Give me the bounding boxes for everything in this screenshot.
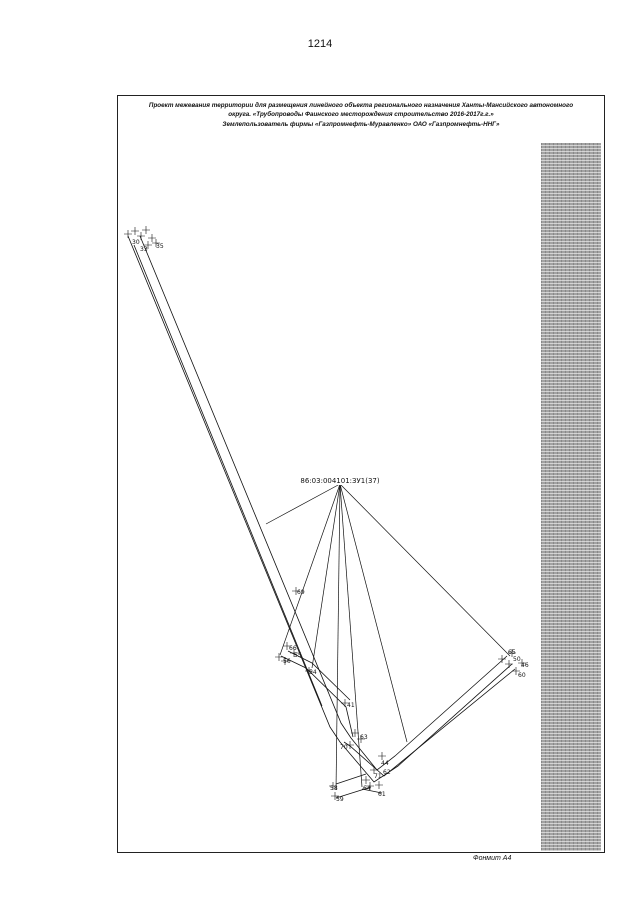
point-label-63: 63 bbox=[360, 734, 368, 741]
title-line-1: Проект межевания территории для размещен… bbox=[148, 102, 574, 109]
branch-lines bbox=[280, 650, 383, 799]
point-label-44: 44 bbox=[381, 760, 389, 767]
corridor-line-lower bbox=[343, 668, 516, 777]
title-line-3: Землепользователь фирмы «Газпромнефть-Му… bbox=[222, 120, 500, 128]
point-label-61: 61 bbox=[378, 791, 386, 798]
callout-parcel-label: 86:03:004101:ЗУ1(37) bbox=[300, 477, 379, 485]
point-label-58: 58 bbox=[330, 785, 338, 792]
point-cross-60 bbox=[498, 649, 526, 675]
point-label-59: 59 bbox=[336, 796, 344, 803]
survey-point-markers bbox=[124, 226, 526, 800]
corridor-line-inner bbox=[139, 235, 508, 771]
point-cross-58 bbox=[329, 782, 339, 800]
corridor-lines bbox=[127, 235, 516, 783]
point-label-62: 62 bbox=[383, 769, 391, 776]
point-labels: 30 33 35 69 66 56 55 54 70 41 63 65 60 4… bbox=[132, 239, 529, 803]
leader-line-6 bbox=[339, 483, 408, 743]
drawing-title: Проект межевания территории для размещен… bbox=[122, 101, 600, 129]
point-label-64: 64 bbox=[363, 785, 371, 792]
point-label-69: 69 bbox=[297, 589, 305, 596]
point-label-56: 56 bbox=[283, 658, 291, 665]
point-cross-69 bbox=[292, 587, 300, 595]
point-label-30: 30 bbox=[132, 239, 140, 246]
leader-line-3 bbox=[311, 483, 341, 669]
callout-leaders bbox=[265, 483, 511, 791]
branch-line-4 bbox=[335, 786, 372, 799]
point-cross-30 bbox=[124, 226, 160, 249]
point-label-60: 60 bbox=[518, 672, 526, 679]
point-cross-56 bbox=[275, 642, 313, 675]
point-label-54: 54 bbox=[309, 669, 317, 676]
leader-line-7 bbox=[339, 483, 511, 657]
point-label-65: 65 bbox=[508, 649, 516, 656]
leader-line-5 bbox=[339, 483, 363, 788]
footer-format-label: Фонмит А4 bbox=[473, 855, 512, 862]
callout-label-bg bbox=[296, 475, 384, 485]
point-label-71: 71 bbox=[374, 773, 382, 780]
page-number: 1214 bbox=[307, 38, 333, 50]
point-label-35: 35 bbox=[156, 243, 164, 250]
point-cross-41 bbox=[341, 699, 365, 749]
point-label-46: 46 bbox=[521, 662, 529, 669]
point-label-66: 66 bbox=[289, 645, 297, 652]
coordinate-table-strip bbox=[541, 143, 601, 851]
point-label-70: 70 bbox=[340, 744, 348, 751]
drawing-frame bbox=[117, 95, 605, 853]
leader-line-4 bbox=[335, 483, 341, 791]
point-cross-46 bbox=[362, 752, 386, 790]
leader-line-1 bbox=[265, 483, 341, 525]
corridor-line-edge bbox=[133, 244, 323, 707]
point-label-33: 33 bbox=[140, 246, 148, 253]
branch-line-1 bbox=[280, 655, 354, 738]
title-line-2: округа. «Трубопроводы Фаинского месторож… bbox=[228, 111, 494, 119]
point-label-41: 41 bbox=[347, 702, 355, 709]
branch-line-5 bbox=[361, 788, 383, 794]
leader-line-2 bbox=[279, 483, 341, 656]
point-label-50: 50 bbox=[513, 656, 521, 663]
point-label-55: 55 bbox=[294, 652, 302, 659]
